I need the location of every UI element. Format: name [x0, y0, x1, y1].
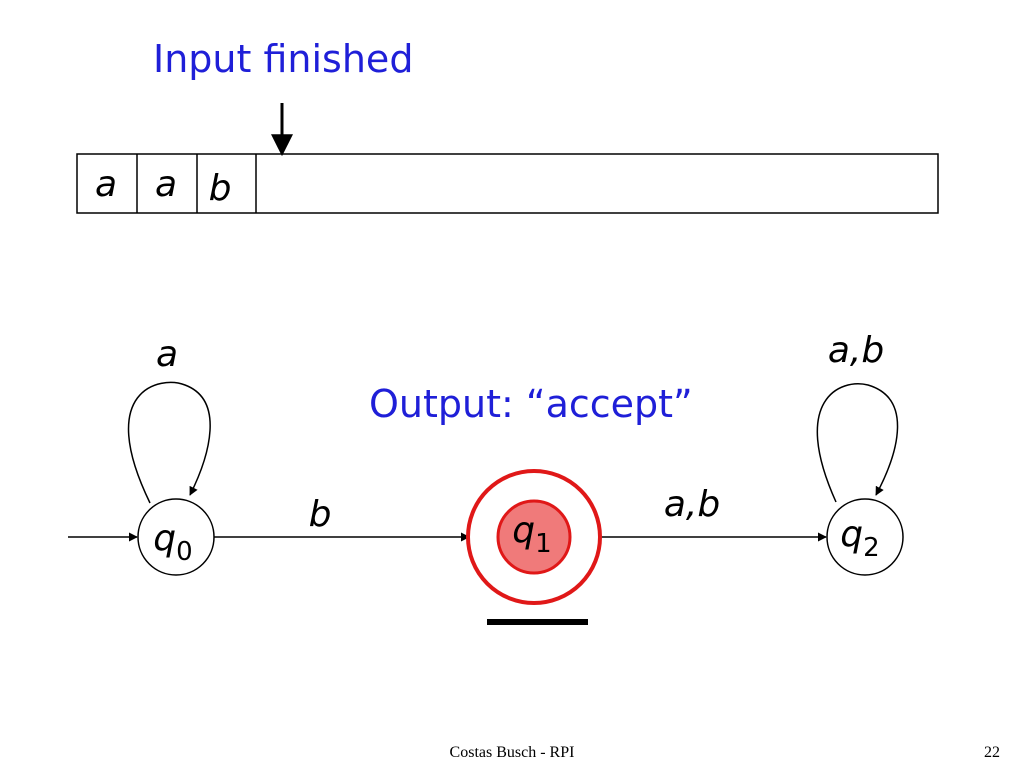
input-status-title: Input finished — [153, 37, 414, 81]
state-label: q1 — [512, 510, 551, 559]
state-q1: q1 — [466, 469, 602, 605]
loop-q2-label: a,b — [828, 330, 884, 371]
transitions — [68, 381, 899, 542]
state-q0: q0 — [137, 498, 215, 576]
self-loop-q0 — [127, 381, 211, 504]
footer-credit: Costas Busch - RPI — [449, 744, 575, 761]
state-circle — [826, 498, 904, 576]
state-circle-active — [496, 499, 572, 575]
self-loop-q2 — [816, 383, 899, 503]
tape-cell: a — [95, 164, 117, 205]
state-q2: q2 — [826, 498, 904, 576]
transition-q1-q2-label: a,b — [664, 484, 720, 525]
tape-cell: b — [209, 168, 232, 209]
state-label: q2 — [840, 514, 879, 563]
input-tape: a a b — [76, 153, 939, 214]
page-number: 22 — [984, 744, 1000, 761]
state-circle — [137, 498, 215, 576]
tape-border — [76, 153, 939, 214]
loop-q0-label: a — [156, 334, 178, 375]
output-result: Output: “accept” — [369, 382, 693, 426]
state-label: q0 — [153, 518, 192, 567]
transition-q0-q1-label: b — [309, 494, 332, 535]
tape-cell: a — [155, 164, 177, 205]
